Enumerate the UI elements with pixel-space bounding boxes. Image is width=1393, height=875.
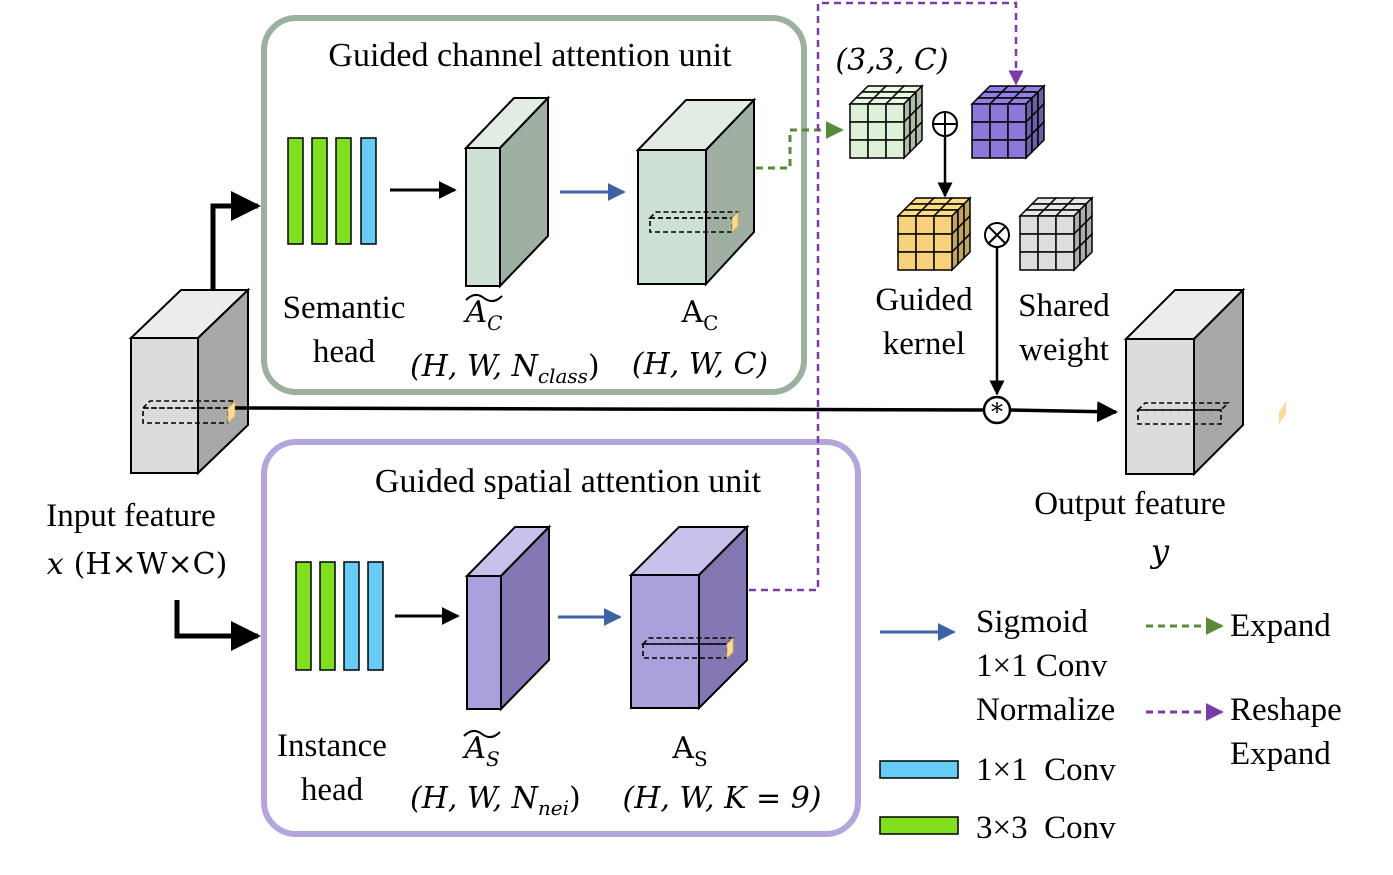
output-feature-label: Output feature [1034, 486, 1226, 522]
as-tensor [628, 524, 750, 711]
semantic-head-conv-stack [287, 137, 377, 245]
output-feature-cube [1123, 287, 1246, 477]
output-feature-var: y [1149, 532, 1170, 570]
svg-text:*: * [991, 398, 1003, 426]
legend-blue-arrow-label: Normalize [976, 692, 1115, 728]
conv3x3-bar [335, 137, 352, 245]
legend-blue-arrow-label: 1×1 Conv [976, 648, 1108, 684]
input-feature-label: Input feature [46, 498, 216, 534]
legend-purple-dashed-label: Reshape [1230, 692, 1342, 728]
reshaped-spatial-kernel [970, 84, 1046, 160]
expand-arrow-green [756, 121, 844, 170]
conv1x1-bar [360, 137, 377, 245]
input-to-channel-arrow [210, 191, 261, 290]
output-feature-patch [1136, 402, 1230, 425]
expanded-channel-kernel [848, 84, 924, 160]
as-patch [641, 636, 735, 660]
input-feature-patch [141, 399, 237, 425]
as-tilde-tensor [464, 524, 552, 712]
conv1x1-bar [343, 561, 360, 671]
semantic-head-label: head [313, 334, 376, 370]
conv3x3-bar [295, 561, 312, 671]
as-shape: (H, W, K = 9) [622, 781, 821, 816]
legend-blue-arrow-label: Sigmoid [976, 604, 1088, 640]
as-label: AS [671, 731, 707, 771]
legend-green-bar-label: 3×3 Conv [976, 810, 1116, 846]
conv3x3-bar [319, 561, 336, 671]
semantic-head-label: Semantic [283, 290, 406, 326]
ac-shape: (H, W, C) [632, 347, 768, 382]
shared-weight-label: Shared [1018, 288, 1110, 324]
as-tilde-shape: (H, W, Nnei) [410, 781, 581, 820]
kernel-layer [848, 84, 1094, 272]
legend-blue-bar [879, 760, 959, 779]
input-feature-cube [128, 287, 251, 476]
channel-unit-title: Guided channel attention unit [328, 37, 732, 74]
spatial-unit-title: Guided spatial attention unit [375, 463, 762, 500]
multiply-operator [984, 222, 1010, 248]
spatial-attention-unit-frame [261, 439, 861, 837]
ac-tilde-tensor [463, 95, 551, 289]
conv3x3-bar [287, 137, 304, 245]
reshape-arrow-purple [749, 1, 1024, 592]
conv-to-output-arrow [1009, 401, 1119, 423]
instance-head-conv-stack [295, 561, 384, 671]
guided-kernel-label: Guided [875, 282, 973, 318]
main-feature-line [234, 406, 984, 412]
ac-tilde-shape: (H, W, Nclass) [410, 349, 600, 388]
as-tilde-label: AS [461, 731, 499, 771]
guided-kernel-cube [896, 196, 972, 272]
instance-head-label: Instance [277, 728, 387, 764]
ac-tilde-label: AC [463, 295, 503, 335]
conv1x1-bar [367, 561, 384, 671]
input-to-spatial-arrow [174, 600, 261, 651]
guided-kernel-label: kernel [883, 326, 965, 362]
tilde-mark [465, 294, 503, 302]
conv3x3-bar [311, 137, 328, 245]
shared-weight-cube [1018, 196, 1094, 272]
ac-patch [648, 210, 740, 234]
tilde-mark [463, 730, 501, 738]
legend-purple-dashed-label: Expand [1230, 736, 1331, 772]
input-feature-shape: x(H×W×C) [47, 547, 228, 582]
legend-blue-bar-label: 1×1 Conv [976, 752, 1116, 788]
shared-weight-label: weight [1019, 332, 1109, 368]
output-patch-highlight [1279, 402, 1286, 424]
ac-label: AC [681, 295, 719, 335]
channel-attention-unit-frame [261, 15, 807, 395]
convolution-operator: * [982, 395, 1012, 426]
add-operator [932, 111, 958, 137]
ac-tensor [635, 97, 757, 287]
legend-green-dashed-label: Expand [1230, 608, 1331, 644]
legend: Sigmoid 1×1 Conv Normalize Expand Reshap… [879, 604, 1342, 846]
legend-green-bar [879, 816, 959, 835]
kernel-shape-label: (3,3, C) [835, 43, 948, 78]
instance-head-label: head [301, 772, 364, 808]
